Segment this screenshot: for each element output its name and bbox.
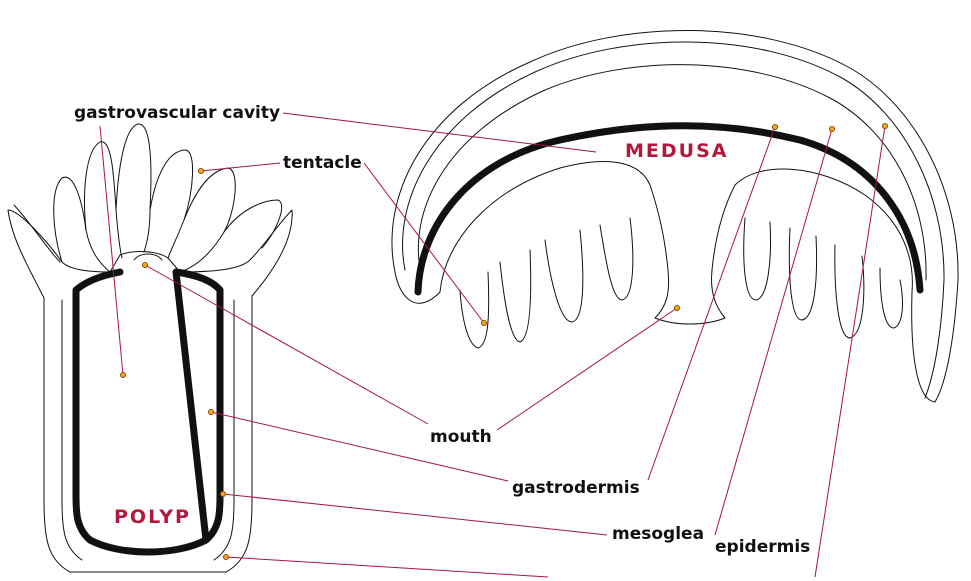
label-gastrodermis: gastrodermis <box>512 478 640 498</box>
dot-medusa-mouth <box>674 305 679 310</box>
dot-polyp-cavity <box>120 372 125 377</box>
dot-polyp-epidermis <box>223 554 228 559</box>
label-epidermis: epidermis <box>715 537 810 557</box>
leader-mouth-medusa <box>497 308 677 430</box>
medusa-tentacle-5 <box>744 218 771 300</box>
medusa-bell-outer-2 <box>403 42 944 398</box>
medusa-tentacle-6 <box>789 228 816 320</box>
medusa-tentacle-8 <box>880 268 902 328</box>
polyp-mouth <box>134 254 162 260</box>
medusa-tentacle-4 <box>600 218 633 300</box>
label-mesoglea: mesoglea <box>612 524 704 544</box>
dot-polyp-mouth <box>142 262 147 267</box>
leader-epidermis-medusa <box>815 126 885 577</box>
dot-polyp-tentacle <box>198 168 203 173</box>
polyp-tentacle-3 <box>116 124 151 252</box>
polyp-tentacle-4 <box>150 150 193 258</box>
polyp-gastrodermis <box>76 272 220 540</box>
leader-tentacle-polyp <box>201 163 280 171</box>
leader-epidermis-polyp <box>226 557 548 577</box>
polyp-figure <box>8 124 292 572</box>
leader-gastrovascular-cavity-medusa <box>283 113 596 152</box>
dot-medusa-gastrodermis <box>772 124 777 129</box>
polyp-gastrodermis-bottom <box>90 540 206 552</box>
dot-medusa-epidermis <box>882 123 887 128</box>
label-tentacle: tentacle <box>283 153 362 173</box>
medusa-rim-right <box>912 292 935 402</box>
dot-polyp-gastrodermis <box>208 409 213 414</box>
medusa-tentacle-3 <box>545 230 583 322</box>
title-medusa: MEDUSA <box>625 140 728 162</box>
label-gastrovascular-cavity: gastrovascular cavity <box>74 103 280 123</box>
dot-medusa-tentacle <box>481 320 486 325</box>
medusa-tentacle-2 <box>500 250 531 342</box>
dot-medusa-mesoglea <box>829 126 834 131</box>
leader-mesoglea-polyp <box>223 494 607 535</box>
polyp-tentacle-5 <box>180 168 235 272</box>
polyp-tentacle-1 <box>54 177 110 272</box>
dot-polyp-mesoglea <box>220 491 225 496</box>
polyp-flare-left <box>14 205 60 262</box>
leader-gastrodermis-medusa <box>648 127 775 480</box>
title-polyp: POLYP <box>114 506 191 528</box>
medusa-layer-line <box>418 65 926 280</box>
medusa-bell-outer <box>392 30 958 402</box>
label-mouth: mouth <box>430 427 492 447</box>
medusa-figure <box>392 30 958 402</box>
